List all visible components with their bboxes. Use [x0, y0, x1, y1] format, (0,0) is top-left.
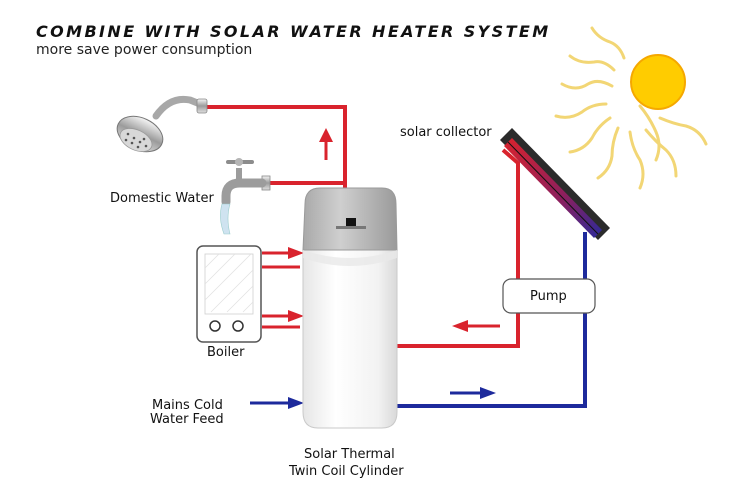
- mains-cold-label: Mains Cold: [152, 398, 223, 413]
- water-feed-label: Water Feed: [150, 412, 224, 427]
- sun-icon: [630, 54, 686, 110]
- domestic-water-label: Domestic Water: [110, 191, 214, 206]
- cold-arrows: [250, 387, 496, 409]
- page-title: COMBINE WITH SOLAR WATER HEATER SYSTEM: [36, 22, 551, 41]
- water-tap-icon: [220, 158, 271, 235]
- water-cylinder-icon: [302, 187, 398, 429]
- pump-box: [502, 278, 596, 314]
- hot-arrows: [262, 128, 500, 332]
- boiler-label: Boiler: [207, 345, 245, 360]
- cylinder-label-line2: Twin Coil Cylinder: [289, 464, 404, 479]
- cylinder-label-line1: Solar Thermal: [304, 447, 395, 462]
- boiler-icon: [196, 245, 262, 343]
- pump-label: Pump: [530, 289, 567, 304]
- solar-collector-label: solar collector: [400, 125, 492, 140]
- page-subtitle: more save power consumption: [36, 42, 253, 58]
- solar-panel-icon: [500, 128, 610, 240]
- sun-rays: [554, 26, 708, 190]
- cold-pipes: [395, 232, 587, 408]
- hot-pipes: [205, 105, 520, 348]
- shower-head-icon: [116, 95, 208, 153]
